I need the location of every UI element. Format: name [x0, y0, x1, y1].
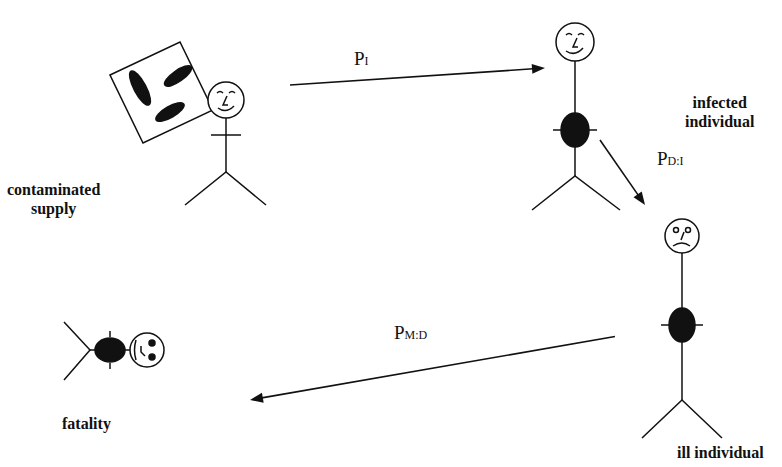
head [208, 82, 244, 118]
transition-arrow [250, 337, 615, 403]
figure-label: infected individual [685, 93, 754, 131]
arrow-line [262, 337, 615, 398]
head [665, 219, 699, 253]
figure-node: fatality [40, 310, 250, 440]
eye [686, 228, 691, 233]
mouth [218, 106, 234, 111]
figure-node: infected individual [545, 15, 777, 140]
ill-figure [642, 219, 722, 438]
eye [149, 340, 155, 346]
probability-label: PD:I [655, 148, 686, 172]
transition-arrow [600, 140, 645, 205]
legs [185, 172, 266, 205]
eyes [217, 92, 235, 94]
eyes [566, 34, 584, 36]
arm [589, 129, 597, 131]
nose [141, 346, 145, 356]
mouth [135, 340, 137, 360]
eye [149, 354, 155, 360]
arm [553, 129, 561, 131]
bacterium [162, 62, 195, 89]
arm [695, 324, 703, 326]
supply-figure [110, 42, 266, 205]
supply-box [110, 42, 213, 143]
figure-node: ill individual [615, 205, 780, 466]
figure-label: fatality [62, 414, 111, 433]
bacterium [153, 99, 186, 125]
arrowhead [634, 191, 646, 205]
nose [223, 96, 228, 105]
arms [211, 134, 241, 136]
arm [109, 363, 111, 369]
bacterium [126, 68, 154, 107]
head [556, 23, 594, 61]
legs [642, 400, 722, 438]
legs [532, 176, 620, 210]
infection [669, 308, 695, 342]
infection [95, 338, 125, 362]
arm [109, 331, 111, 337]
figure-label: ill individual [677, 443, 764, 462]
infected-figure [532, 23, 620, 210]
fatality-figure [64, 322, 164, 380]
figure-node: contaminated supply [5, 30, 290, 230]
arrowhead [250, 393, 264, 403]
probability-label: PM:D [392, 322, 429, 346]
arm [661, 324, 669, 326]
figure-label: contaminated supply [7, 180, 100, 218]
nose [573, 38, 578, 47]
head [130, 333, 164, 367]
mouth [566, 48, 583, 53]
arrow-line [600, 140, 638, 195]
arrowhead [532, 64, 545, 74]
legs [64, 322, 90, 380]
infection [561, 113, 589, 147]
body [225, 118, 227, 172]
eye [674, 228, 679, 233]
nose [681, 232, 684, 240]
probability-label: PI [352, 48, 371, 72]
transition-arrow [290, 64, 545, 85]
arrow-line [290, 69, 533, 85]
frown [673, 243, 690, 246]
